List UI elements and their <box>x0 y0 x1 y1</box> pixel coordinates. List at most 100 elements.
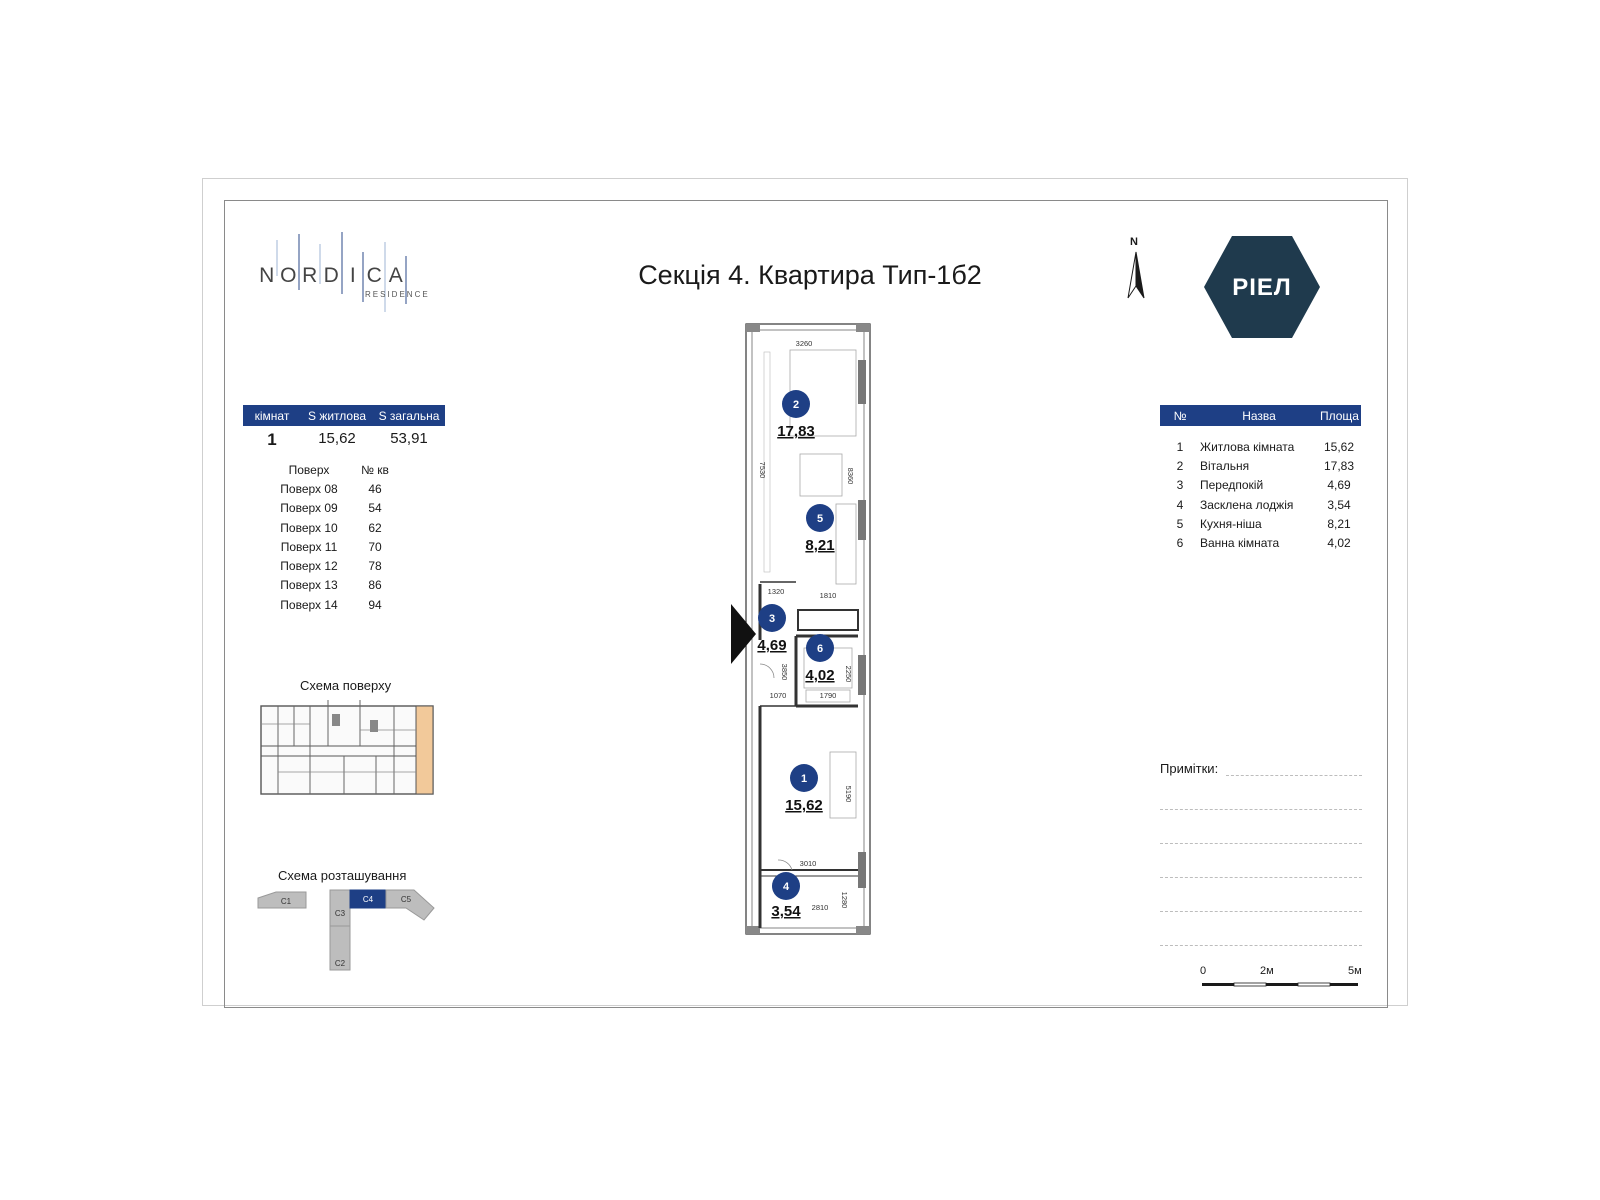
room-marker-number: 1 <box>801 773 807 785</box>
apt-cell: 54 <box>368 501 382 516</box>
room-marker: 4 3,54 <box>771 872 801 920</box>
summary-header-cell: кімнат <box>254 408 290 423</box>
dimension-label: 1280 <box>840 892 849 909</box>
room-num: 5 <box>1176 516 1184 531</box>
apt-header: № кв <box>361 462 389 477</box>
room-area: 15,62 <box>1323 439 1355 454</box>
room-marker-number: 5 <box>817 513 823 525</box>
logo-subtitle: RESIDENCE <box>365 290 430 299</box>
floor-cell: Поверх 13 <box>280 578 338 593</box>
developer-name: РІЕЛ <box>1232 274 1292 301</box>
inner-wall <box>751 329 865 929</box>
apt-cell: 46 <box>368 481 382 496</box>
logo-letter: A <box>388 264 403 287</box>
floor-cell: Поверх 12 <box>280 559 338 574</box>
room-marker-area: 4,69 <box>757 637 786 654</box>
room-marker-area: 8,21 <box>805 537 834 554</box>
wall-corner <box>746 926 760 934</box>
logo-letter: O <box>280 264 297 287</box>
room-marker: 1 15,62 <box>785 764 823 814</box>
kitchen-outline <box>835 503 857 585</box>
rooms-header-cell: Площа <box>1320 408 1359 423</box>
table-row: Поверх № кв <box>268 460 400 479</box>
room-name: Передпокій <box>1200 478 1264 493</box>
room-num: 2 <box>1176 458 1184 473</box>
section-label: С3 <box>335 909 346 918</box>
floor-cell: Поверх 09 <box>280 501 338 516</box>
dimension-label: 1810 <box>820 591 837 600</box>
dimension-label: 7530 <box>758 462 767 479</box>
room-num: 1 <box>1176 439 1184 454</box>
wardrobe-outline <box>763 351 771 573</box>
summary-header-cell: S житлова <box>307 408 367 423</box>
apt-cell: 62 <box>368 520 382 535</box>
floor-cell: Поверх 10 <box>280 520 338 535</box>
room-marker-area: 4,02 <box>805 667 834 684</box>
dimension-label: 1790 <box>820 691 837 700</box>
dimension-label: 1070 <box>770 691 787 700</box>
dimension-label: 3010 <box>800 859 817 868</box>
logo-letter: D <box>323 264 339 287</box>
table-row: Поверх 13 86 <box>268 576 400 595</box>
rooms-header-cell: № <box>1173 408 1187 423</box>
north-arrow-icon <box>1127 251 1145 299</box>
scale-label: 5м <box>1348 965 1362 977</box>
wall-corner <box>746 324 760 332</box>
section-label: С1 <box>281 897 292 906</box>
compass-label: N <box>1130 236 1138 248</box>
summary-header-cell: S загальна <box>378 408 440 423</box>
floor-scheme-caption: Схема поверху <box>300 678 392 693</box>
total-area: 53,91 <box>390 430 428 447</box>
note-line <box>1160 911 1362 912</box>
scale-label: 2м <box>1260 965 1274 977</box>
dimension-label: 1320 <box>768 587 785 596</box>
room-marker: 3 4,69 <box>757 604 787 654</box>
tub-outline <box>805 689 851 703</box>
bed-outline <box>829 751 857 819</box>
logo-lines <box>276 232 407 312</box>
room-num: 4 <box>1176 497 1184 512</box>
room-name: Житлова кімната <box>1200 439 1295 454</box>
outer-frame <box>202 178 1408 1006</box>
section-label: С2 <box>335 959 346 968</box>
dimension-label: 8360 <box>846 468 855 485</box>
nordica-logo: N O R D I C A RESIDENCE <box>256 232 446 322</box>
room-marker-number: 4 <box>783 881 790 893</box>
location-scheme-caption: Схема розташування <box>278 868 407 883</box>
logo-letter: R <box>302 264 318 287</box>
living-area: 15,62 <box>318 430 356 447</box>
scale-bar: 0 2м 5м <box>1196 965 1366 995</box>
room-name: Кухня-ніша <box>1200 516 1262 531</box>
room-area: 17,83 <box>1323 458 1355 473</box>
scale-bar-graphic <box>1202 982 1358 987</box>
note-line <box>1226 775 1362 776</box>
dimension-label: 3260 <box>796 339 813 348</box>
wall-column <box>858 852 866 888</box>
wall-column <box>858 500 866 540</box>
room-marker-number: 2 <box>793 399 799 411</box>
apt-cell: 70 <box>368 539 382 554</box>
logo-letter: I <box>349 264 356 287</box>
door-swing <box>759 663 775 679</box>
apt-cell: 94 <box>368 597 382 612</box>
room-area: 3,54 <box>1327 497 1351 512</box>
apt-cell: 86 <box>368 578 382 593</box>
note-line <box>1160 945 1362 946</box>
hexagon-icon <box>1204 236 1320 338</box>
floor-scheme-diagram <box>260 700 434 795</box>
location-scheme-diagram: С1 С2 С3 С4 С5 <box>257 889 435 971</box>
note-line <box>1160 809 1362 810</box>
entrance-arrow-icon <box>731 604 756 664</box>
north-compass: N <box>1124 236 1148 300</box>
section-label-active: С4 <box>363 895 374 904</box>
highlighted-apartment <box>415 705 434 795</box>
room-name: Ванна кімната <box>1200 536 1280 551</box>
